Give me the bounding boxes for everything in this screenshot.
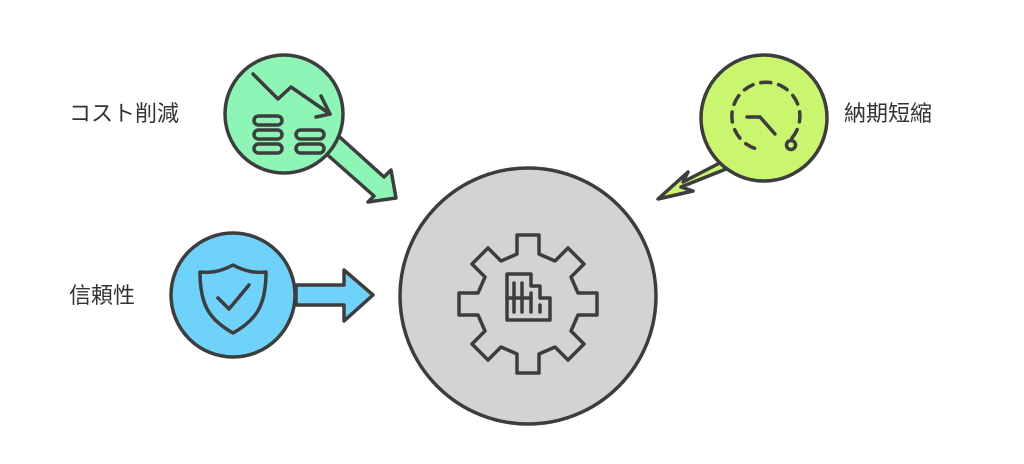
gear-factory-icon (457, 233, 599, 375)
arrow-reliability-to-center (294, 268, 375, 323)
center-node (398, 166, 658, 426)
leadtime-label: 納期短縮 (844, 102, 932, 127)
arrow-cost-shape (320, 129, 398, 204)
node-cost: コスト削減 (69, 53, 345, 175)
center-circle (398, 166, 658, 426)
shield-check-icon (198, 263, 268, 335)
node-leadtime: 納期短縮 (699, 53, 932, 183)
reliability-circle (169, 231, 297, 359)
clock-icon (730, 80, 802, 152)
reliability-label: 信頼性 (69, 284, 135, 309)
arrow-reliability-shape (294, 268, 375, 323)
cost-label: コスト削減 (69, 102, 179, 127)
cost-down-coins-icon (251, 72, 332, 155)
leadtime-circle (699, 53, 829, 183)
arrow-cost-to-center (320, 129, 398, 204)
node-reliability: 信頼性 (69, 231, 297, 359)
